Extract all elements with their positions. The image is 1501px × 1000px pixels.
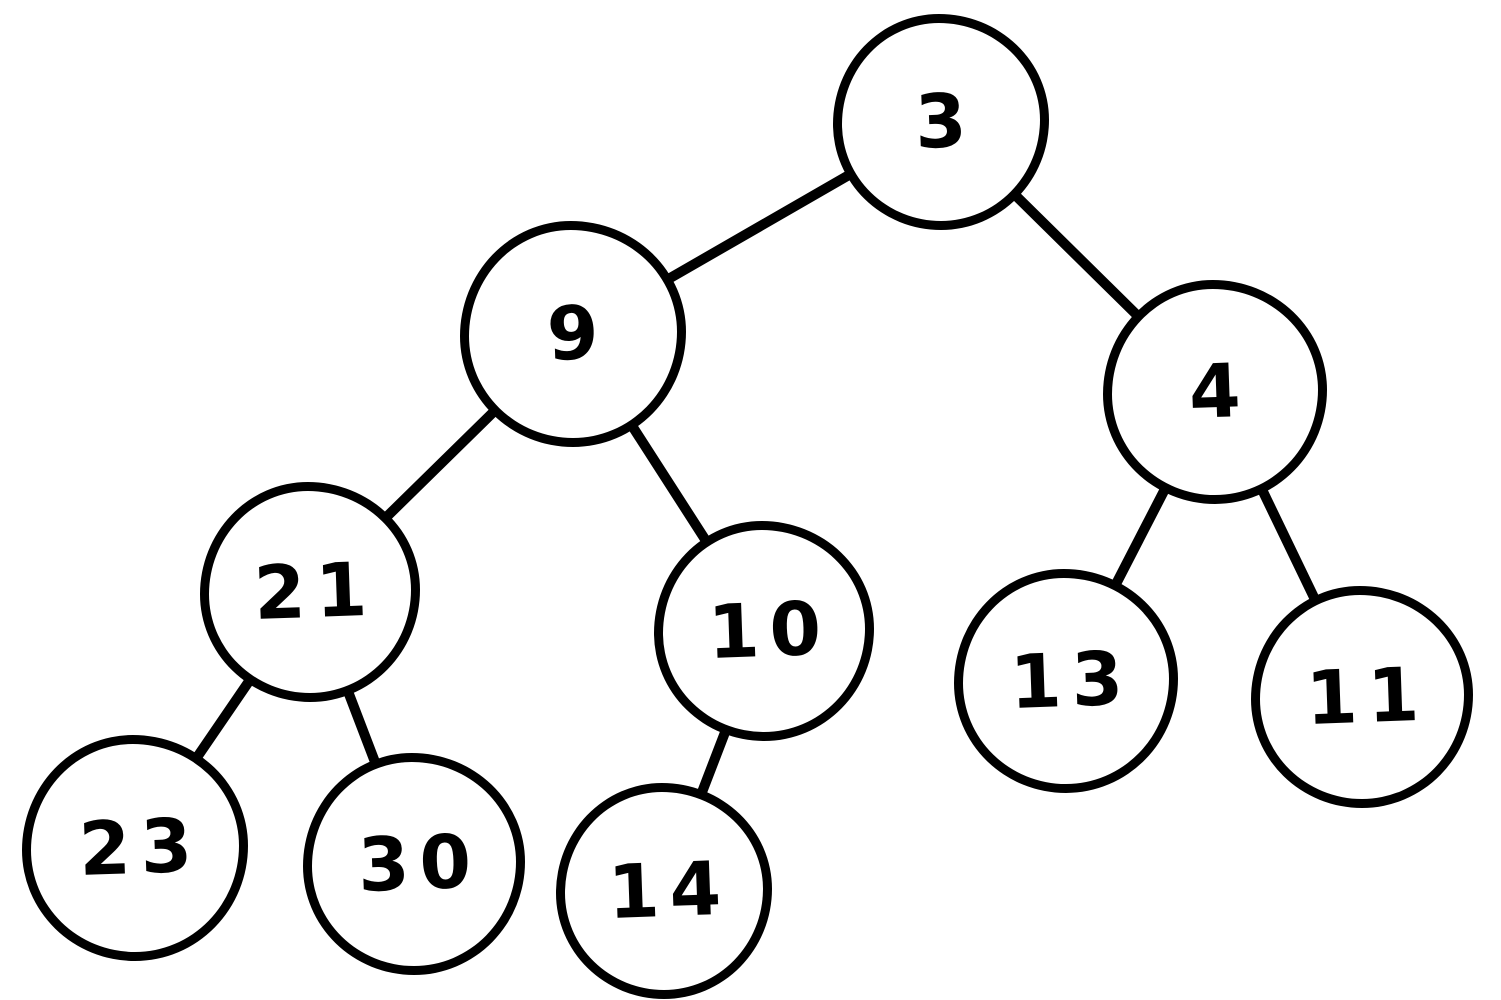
tree-node-label-14: 14	[606, 845, 732, 936]
tree-node-3: 3	[833, 14, 1049, 230]
tree-node-label-4: 4	[1187, 347, 1253, 436]
tree-node-label-23: 23	[77, 802, 203, 893]
tree-node-21: 21	[200, 482, 420, 702]
tree-node-13: 13	[954, 569, 1178, 793]
tree-node-4: 4	[1103, 280, 1327, 504]
tree-node-30: 30	[303, 753, 525, 975]
tree-node-label-13: 13	[1008, 635, 1134, 726]
tree-node-23: 23	[22, 735, 248, 961]
tree-node-label-21: 21	[252, 546, 378, 637]
tree-node-label-3: 3	[913, 77, 979, 166]
tree-node-14: 14	[556, 783, 772, 999]
tree-node-label-10: 10	[706, 585, 832, 676]
tree-node-11: 11	[1251, 586, 1473, 808]
tree-node-10: 10	[654, 521, 874, 741]
tree-node-label-11: 11	[1304, 651, 1430, 742]
tree-node-label-9: 9	[545, 289, 611, 378]
tree-node-label-30: 30	[356, 818, 482, 909]
tree-node-9: 9	[460, 221, 686, 447]
